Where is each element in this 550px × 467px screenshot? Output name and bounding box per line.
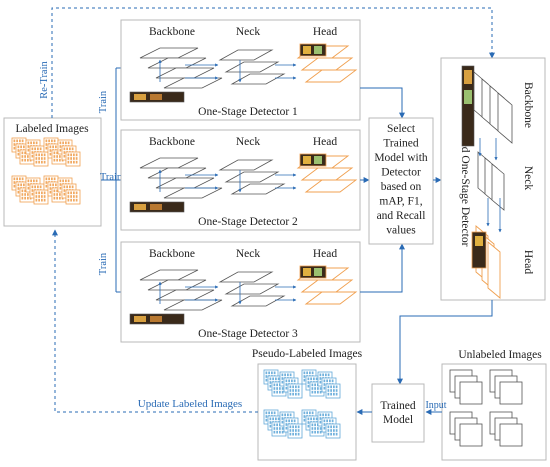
labeled-images-title: Labeled Images [15, 123, 89, 135]
detector-2-head-label: Head [313, 136, 338, 148]
pseudo-labeled-image-tile [287, 423, 303, 439]
detector-2-backbone-label: Backbone [149, 136, 195, 148]
labeled-image-stacks [11, 137, 81, 205]
detector-2-neck-layers [218, 159, 286, 195]
train-label-3: Train [98, 252, 109, 275]
detector-3-backbone-label: Backbone [149, 248, 195, 260]
input-label: Input [425, 400, 446, 411]
unlabeled-image-stacks [449, 369, 523, 447]
unlabeled-images-panel: Unlabeled Images [441, 349, 547, 461]
labeled-image-tile [33, 151, 49, 167]
detector-2-head-layers [296, 153, 358, 193]
select-box-line-8: values [386, 225, 416, 237]
detector-1-neck-label: Neck [236, 26, 261, 38]
detector-3-backbone-layers [129, 269, 223, 325]
detector-1-backbone-label: Backbone [149, 26, 195, 38]
detector-2-neck-label: Neck [236, 136, 261, 148]
unlabeled-image-tile [459, 381, 483, 405]
detector-1-head-layers [296, 43, 358, 83]
detector-1-head-label: Head [313, 26, 338, 38]
pseudo-labeled-image-tile [325, 383, 341, 399]
select-box-line-6: mAP, F1, [379, 196, 422, 208]
detector-1-caption: One-Stage Detector 1 [198, 106, 298, 118]
unlabeled-image-tile [499, 381, 523, 405]
selected-detector-panel: Selected One-Stage Detector Backbone Nec… [440, 57, 546, 301]
selected-detector-title: Selected One-Stage Detector [459, 114, 471, 247]
unlabeled-images-title: Unlabeled Images [458, 349, 542, 361]
pseudo-labeled-title: Pseudo-Labeled Images [252, 348, 363, 360]
detector-2-backbone-layers [129, 157, 223, 213]
detector-1-neck-layers [218, 49, 286, 85]
detector-3-neck-layers [218, 271, 286, 307]
detector-3-caption: One-Stage Detector 3 [198, 328, 298, 340]
labeled-image-tile [65, 151, 81, 167]
retrain-label: Re-Train [39, 60, 50, 98]
select-box-line-4: Detector [381, 167, 421, 179]
detector-3-neck-label: Neck [236, 248, 261, 260]
select-box-line-5: based on [381, 181, 422, 193]
train-label-1: Train [98, 90, 109, 113]
detector-2-caption: One-Stage Detector 2 [198, 216, 298, 228]
labeled-image-tile [33, 189, 49, 205]
trained-model-box: Trained Model [371, 383, 425, 443]
selected-neck-label: Neck [522, 166, 534, 191]
trained-model-line-2: Model [383, 414, 413, 426]
labeled-image-tile [19, 149, 35, 165]
unlabeled-image-tile [459, 423, 483, 447]
selected-detector-layers [461, 65, 513, 299]
selected-backbone-label: Backbone [522, 82, 534, 128]
pseudo-labeled-image-stacks [263, 369, 341, 439]
selected-head-label: Head [522, 250, 534, 275]
select-box-line-2: Trained [383, 138, 419, 150]
retrain-loop: Re-Train [39, 7, 495, 118]
detector-to-select-arrows [360, 87, 405, 293]
detector-3-head-layers [296, 265, 358, 305]
detector-3-head-label: Head [313, 248, 338, 260]
detector-1-backbone-layers [129, 47, 223, 103]
select-box-line-7: and Recall [377, 210, 426, 222]
train-label-2: Train [100, 172, 123, 183]
update-labeled-label: Update Labeled Images [138, 398, 242, 410]
select-box-line-1: Select [387, 123, 416, 135]
select-box-line-3: Model with [374, 152, 428, 164]
trained-model-line-1: Trained [380, 400, 416, 412]
pseudo-labeled-image-tile [287, 383, 303, 399]
unlabeled-image-tile [499, 423, 523, 447]
labeled-images-panel: Labeled Images [3, 117, 102, 227]
labeled-image-tile [65, 189, 81, 205]
update-labeled-loop: Update Labeled Images [52, 229, 258, 413]
pseudo-labeled-panel: Pseudo-Labeled Images [252, 348, 363, 461]
pseudo-labeled-image-tile [325, 423, 341, 439]
selected-to-trained-arrow [397, 300, 493, 385]
